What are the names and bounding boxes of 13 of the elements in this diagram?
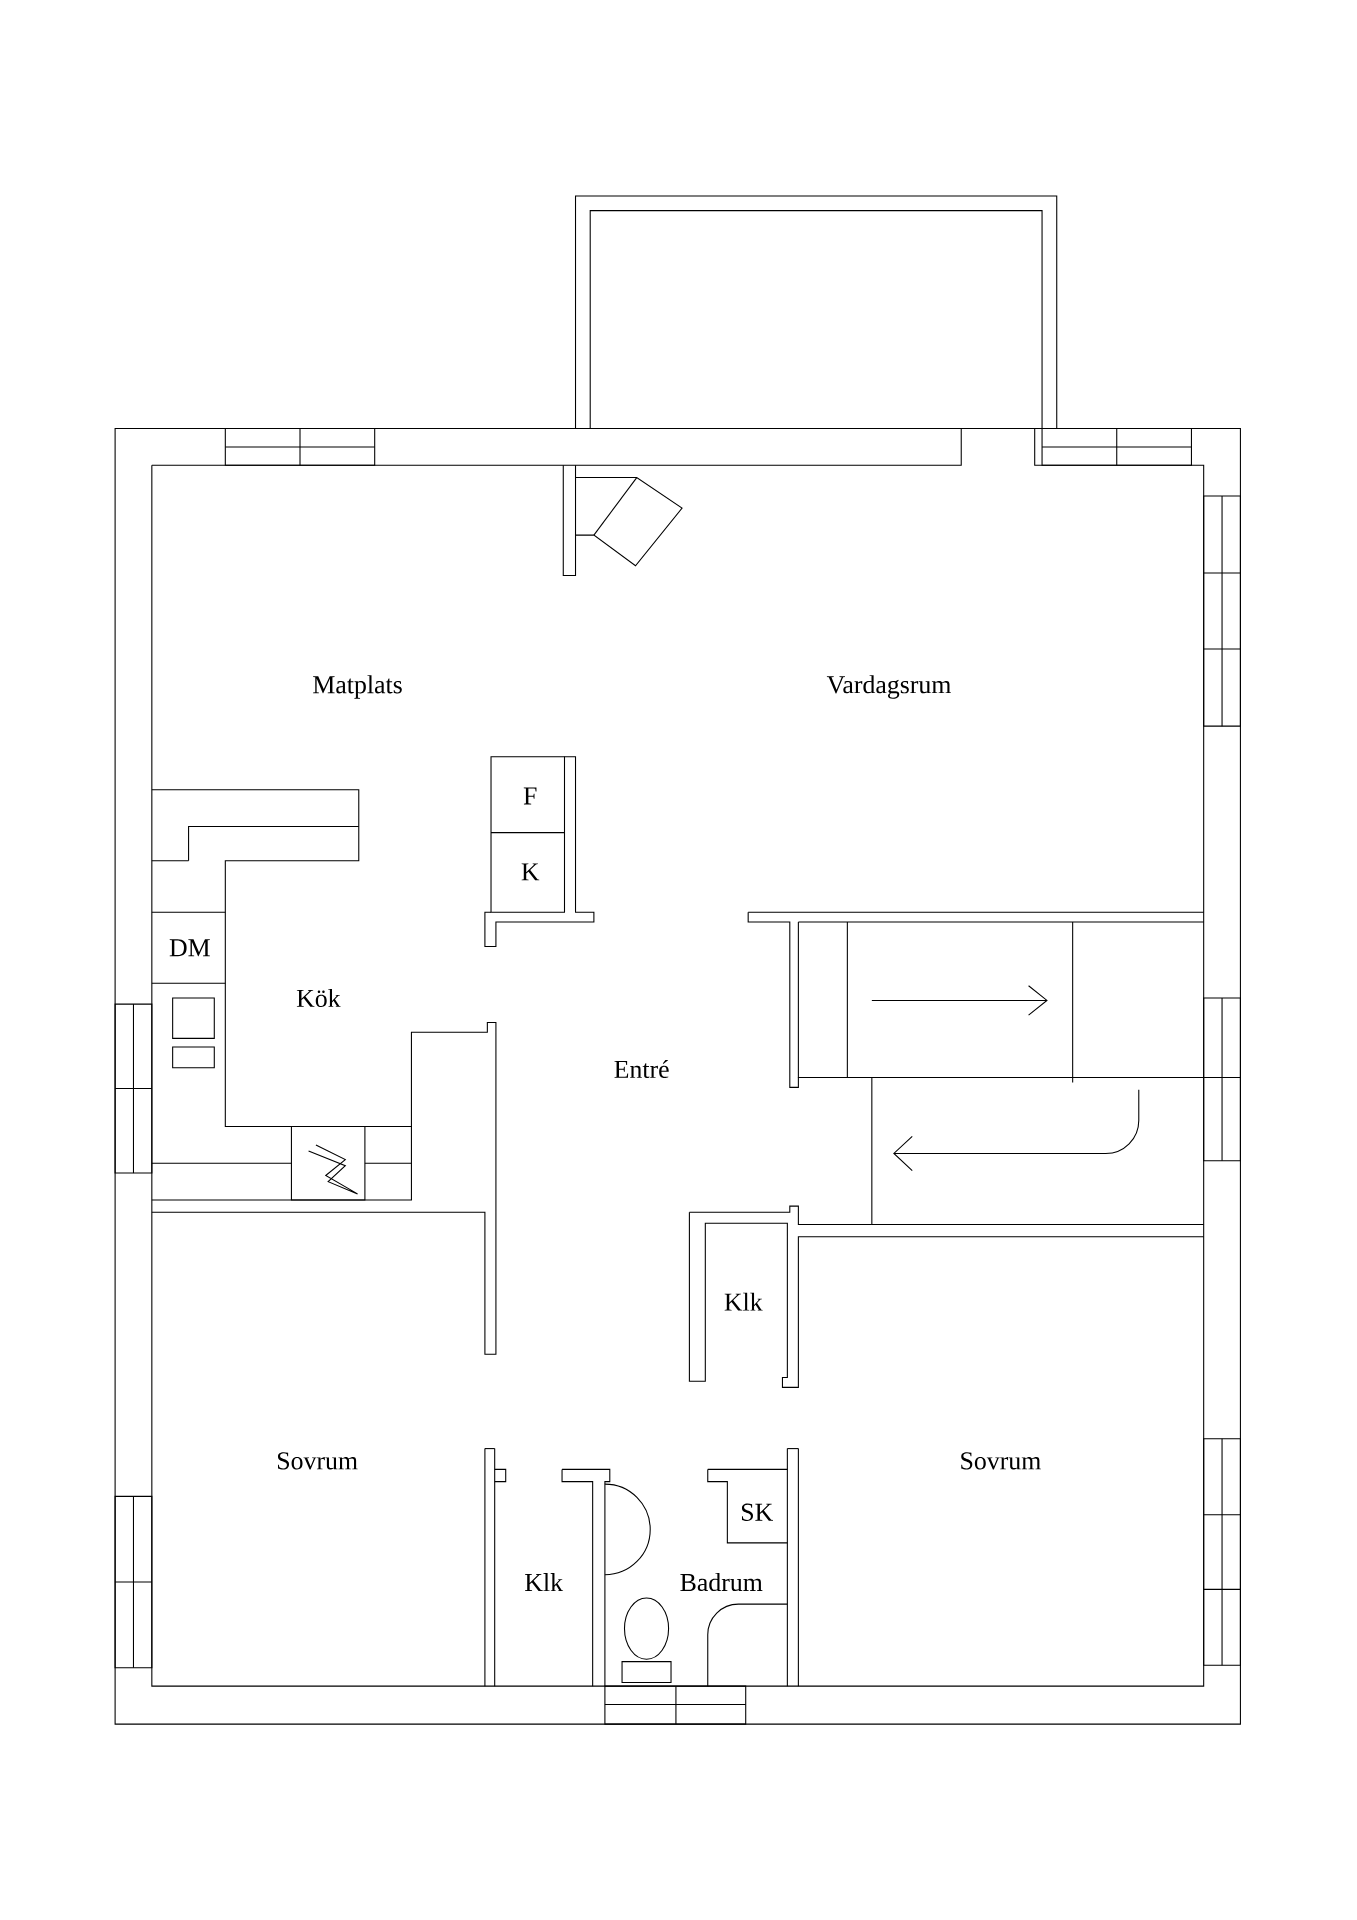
- room-label: F: [523, 787, 537, 805]
- room-label: Sovrum: [278, 1452, 358, 1470]
- room-label: Klk: [724, 1292, 763, 1311]
- room-label: Klk: [525, 1573, 564, 1591]
- room-label: Sovrum: [961, 1452, 1041, 1470]
- room-label: DM: [169, 939, 210, 957]
- room-label: Vardagsrum: [827, 675, 952, 699]
- room-label: Matplats: [313, 675, 402, 699]
- room-label: SK: [742, 1503, 774, 1521]
- room-label: Entré: [614, 1059, 669, 1079]
- room-label: Badrum: [680, 1572, 763, 1592]
- room-label: K: [521, 863, 540, 881]
- room-label: Kök: [297, 988, 341, 1008]
